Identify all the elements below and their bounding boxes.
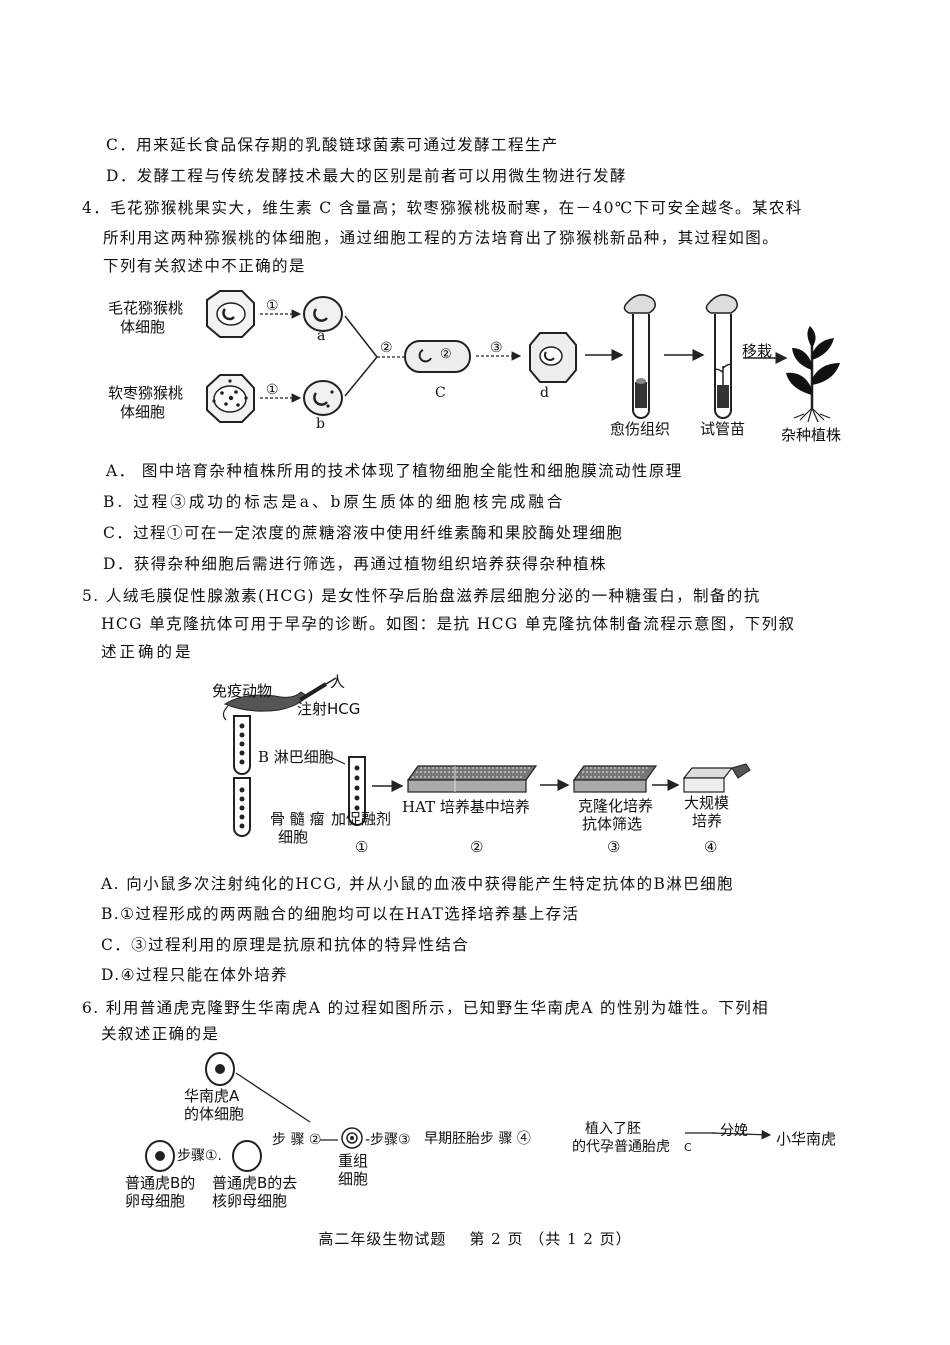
fig6-label-tiger-a-line1: 华南虎A [184,1087,240,1105]
fig4-step1-bottom: ① [266,382,279,398]
fig5-label-inject-hcg: 注射HCG [297,700,361,718]
fig6-label-step1: 步骤①. [177,1148,223,1164]
fig6-label-recombined-line2: 细胞 [338,1170,369,1188]
fig6-label-implant-line1: 植入了胚 [585,1121,641,1137]
fig5-step-4: ④ [704,838,718,856]
q5-option-d: D.④过程只能在体外培养 [101,966,288,984]
fig6-label-step2: 步 骤 ② [272,1132,322,1148]
fig4-label-cell2-line1: 软枣猕猴桃 [108,384,184,402]
fig4-cell-d-icon [529,332,577,383]
fig5-clone-plate-icon [572,765,658,793]
fig4-protoplast-b-icon [303,380,343,416]
q5-option-b: B.①过程形成的两两融合的细胞均可以在HAT选择培养基上存活 [101,905,580,923]
fig6-label-step3: -步骤③ [365,1132,411,1148]
q4-option-d: D．获得杂种细胞后需进行筛选，再通过植物组织培养获得杂种植株 [103,555,607,573]
fig5-step-2: ② [470,838,484,856]
fig4-drawing [206,290,840,423]
q4-option-a: A． 图中培育杂种植株所用的技术体现了植物细胞全能性和细胞膜流动性原理 [106,462,683,480]
fig6-label-implant-c: C [684,1141,692,1154]
fig5-label-clone-line1: 克隆化培养 [578,797,654,815]
fig5-label-bcell: B 淋巴细胞 [258,748,334,766]
fig4-label-hybrid-plant: 杂种植株 [781,426,842,444]
fig5-mouse-icon [222,691,308,721]
q5-option-c: C．③过程利用的原理是抗原和抗体的特异性结合 [101,936,470,954]
q5-stem-line1: 5. 人绒毛膜促性腺激素(HCG) 是女性怀孕后胎盘滋养层细胞分泌的一种糖蛋白，… [82,587,761,605]
fig5-label-fusion-agent: 加促融剂 [331,810,392,828]
fig4-label-a: a [317,328,326,344]
fig6-label-implant-line2: 的代孕普通胎虎 [572,1139,670,1155]
fig4-protoplast-a-icon [303,296,343,332]
fig4-label-c: C [435,385,446,401]
fig5-step-1: ① [355,838,369,856]
fig4-cell1-icon [206,290,255,338]
page-footer: 高二年级生物试题 第 2 页 （共 1 2 页） [318,1230,632,1248]
q4-stem-line3: 下列有关叙述中不正确的是 [103,257,306,275]
fig6-recombined-cell-icon [341,1127,363,1149]
fig4-label-transplant: 移栽 [742,342,773,360]
q4-stem-line2: 所利用这两种猕猴桃的体细胞，通过细胞工程的方法培育出了猕猴桃新品种，其过程如图。 [103,229,780,247]
q3-option-c: C．用来延长食品保存期的乳酸链球菌素可通过发酵工程生产 [106,136,559,154]
fig6-egg-cell-icon [145,1140,175,1172]
q5-stem-line2: HCG 单克隆抗体可用于早孕的诊断。如图：是抗 HCG 单克隆抗体制备流程示意图… [101,615,796,633]
q4-option-b: B. 过程③成功的标志是a、b原生质体的细胞核完成融合 [103,493,566,511]
fig5-label-large-line1: 大规模 [684,794,730,812]
fig4-hybrid-plant-icon [786,326,840,423]
fig4-label-callus: 愈伤组织 [610,420,671,438]
fig4-label-d: d [540,385,549,401]
q6-stem-line1: 6. 利用普通虎克隆野生华南虎A 的过程如图所示，已知野生华南虎A 的性别为雄性… [82,999,770,1017]
fig6-label-recombined-line1: 重组 [338,1152,369,1170]
fig5-label-immune-animal: 免疫动物 [212,682,273,700]
fig5-label-clone-line2: 抗体筛选 [582,815,643,833]
fig4-label-seedling: 试管苗 [700,420,746,438]
q6-stem-line2: 关叙述正确的是 [101,1025,220,1043]
fig6-drawing [145,1052,772,1172]
fig6-label-delivery: 分娩 [720,1123,748,1139]
fig4-callus-tube-icon [623,294,656,419]
fig4-step2: ② [380,340,393,356]
fig4-label-cell2-line2: 体细胞 [120,403,166,421]
fig5-syringe-icon [298,677,337,702]
fig5-label-myeloma-line1: 骨 髓 瘤 [270,810,325,828]
q4-option-c: C．过程①可在一定浓度的蔗糖溶液中使用纤维素酶和果胶酶处理细胞 [103,524,624,542]
q5-stem-line3: 述正确的是 [101,643,194,661]
fig6-label-enucleated-line2: 核卵母细胞 [212,1192,288,1210]
fig4-label-b: b [316,416,325,432]
fig4-step2-inner: ② [440,347,452,362]
q4-stem-line1: 4．毛花猕猴桃果实大，维生素 C 含量高；软枣猕猴桃极耐寒，在－40℃下可安全越… [82,199,803,217]
fig4-step3: ③ [490,340,503,356]
fig5-bcell-tube-icon [233,715,251,775]
fig6-tiger-a-cell-icon [205,1052,235,1086]
fig5-hat-plate-icon [406,765,538,793]
fig6-label-tiger-a-line2: 的体细胞 [184,1105,245,1123]
fig5-label-hat: HAT 培养基中培养 [402,798,530,816]
fig4-seedling-tube-icon [705,294,738,419]
q3-option-d: D．发酵工程与传统发酵技术最大的区别是前者可以用微生物进行发酵 [106,167,627,185]
fig4-label-cell1-line1: 毛花猕猴桃 [108,299,184,317]
fig5-fusion-tube-icon [348,756,366,826]
fig4-fused-cell-c-icon [404,340,471,373]
fig5-myeloma-tube-icon [233,777,251,837]
fig4-label-cell1-line2: 体细胞 [120,318,166,336]
fig4-step1-top: ① [266,298,279,314]
fig6-enucleated-egg-icon [232,1140,262,1172]
fig5-culture-flask-icon [682,763,751,793]
fig5-step-3: ③ [607,838,621,856]
q5-option-a: A. 向小鼠多次注射纯化的HCG, 并从小鼠的血液中获得能产生特定抗体的B淋巴细… [101,875,734,893]
fig4-cell2-icon [206,374,255,423]
fig5-label-large-line2: 培养 [692,812,723,830]
fig6-label-egg-line2: 卵母细胞 [125,1192,186,1210]
fig5-label-human: 人 [330,673,346,691]
fig5-drawing [222,677,751,837]
fig6-label-cub: 小华南虎 [776,1130,837,1148]
fig6-label-embryo-step4: 早期胚胎步 骤 ④ [424,1131,531,1147]
fig6-label-enucleated-line1: 普通虎B的去 [212,1174,298,1192]
fig6-label-egg-line1: 普通虎B的 [125,1174,196,1192]
fig5-label-myeloma-line2: 细胞 [278,828,309,846]
